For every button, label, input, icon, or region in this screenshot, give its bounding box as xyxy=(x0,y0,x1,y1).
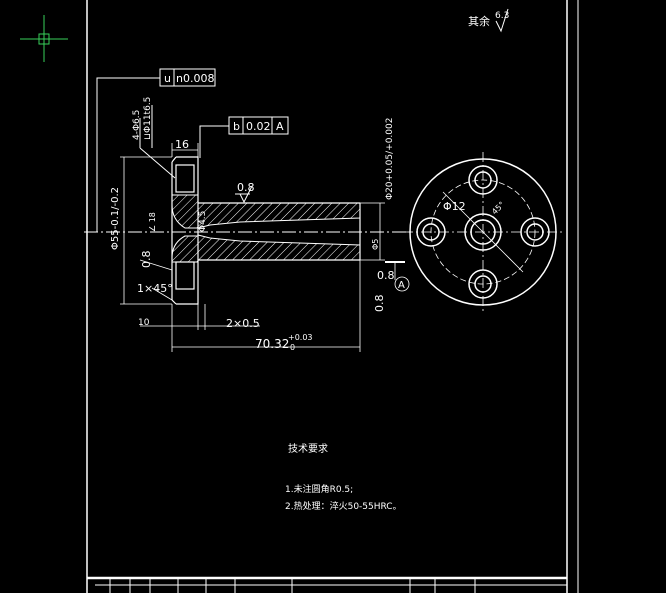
flatness-control-frame xyxy=(96,68,216,232)
part-end-view xyxy=(403,152,563,312)
roughness-right: 0.8 xyxy=(373,295,386,313)
section-hatch-flange-bottom xyxy=(171,235,199,263)
roughness-other-value: 6.3 xyxy=(495,11,509,21)
roughness-other-symbol: 其余 6.3 xyxy=(468,8,509,33)
dim-bore: Φ4.5 xyxy=(198,211,208,232)
roughness-flange: 0.8 xyxy=(237,181,255,194)
section-hatch-flange-top xyxy=(171,194,199,229)
dim-length: 70.32 xyxy=(255,337,289,351)
roughness-other-label: 其余 xyxy=(468,14,490,28)
dim-end: Φ5 xyxy=(371,239,380,250)
runout-value: 0.02 xyxy=(246,120,271,133)
notes-title: 技术要求 xyxy=(288,442,328,455)
roughness-face: 0.8 xyxy=(377,269,395,282)
dim-shaft-diameter: Φ20+0.05/+0.002 xyxy=(385,118,395,200)
hole-callout-leader xyxy=(139,105,176,179)
note-item-1: 1.未注圆角R0.5; xyxy=(285,483,353,495)
roughness-bore: 0.8 xyxy=(140,251,153,269)
crosshair-cursor-icon xyxy=(20,15,68,62)
dim-flange-diameter: Φ55-0.1/-0.2 xyxy=(110,187,121,250)
runout-control-frame xyxy=(199,116,289,158)
dim-length-tol-upper: +0.03 xyxy=(288,333,313,342)
pcd-angle: 45° xyxy=(490,200,506,216)
flatness-symbol: u xyxy=(164,72,171,85)
dim-small-left: ∠ 18 xyxy=(148,212,157,232)
note-item-2: 2.热处理：淬火50-55HRC。 xyxy=(285,500,402,512)
dim-length-tol-lower: 0 xyxy=(290,343,295,352)
runout-datum: A xyxy=(276,120,284,133)
datum-a: A xyxy=(398,280,405,291)
hole-callout-2: ⊔Φ11t6.5 xyxy=(143,97,153,140)
dim-flange-width: 16 xyxy=(175,138,189,151)
runout-symbol: b xyxy=(233,120,240,133)
side-dimensions xyxy=(120,143,410,352)
section-hatch-upper xyxy=(197,202,361,229)
flatness-value: n0.008 xyxy=(176,72,214,85)
roughness-flange-symbol xyxy=(235,185,253,204)
dim-step: 10 xyxy=(138,318,150,328)
dim-chamfer: 1×45° xyxy=(137,282,173,295)
sheet-border xyxy=(86,0,579,593)
hole-callout-1: 4-Φ6.5 xyxy=(132,110,142,140)
dim-groove: 2×0.5 xyxy=(226,317,260,330)
section-hatch-lower xyxy=(197,234,361,261)
pcd-label: Φ12 xyxy=(443,200,466,213)
